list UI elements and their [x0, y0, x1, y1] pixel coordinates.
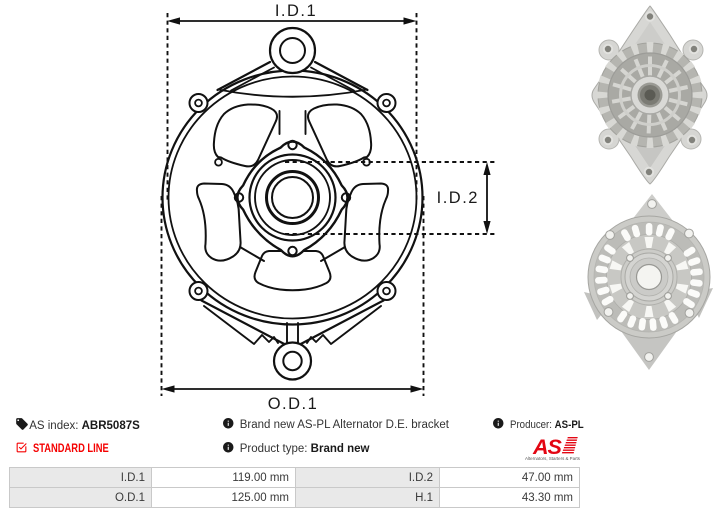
svg-text:Alternators, Starters & Parts: Alternators, Starters & Parts	[525, 456, 581, 462]
svg-text:I.D.2: I.D.2	[437, 189, 479, 207]
svg-text:I.D.1: I.D.1	[275, 2, 317, 20]
svg-text:AS: AS	[532, 435, 563, 459]
svg-text:O.D.1: O.D.1	[268, 395, 319, 413]
